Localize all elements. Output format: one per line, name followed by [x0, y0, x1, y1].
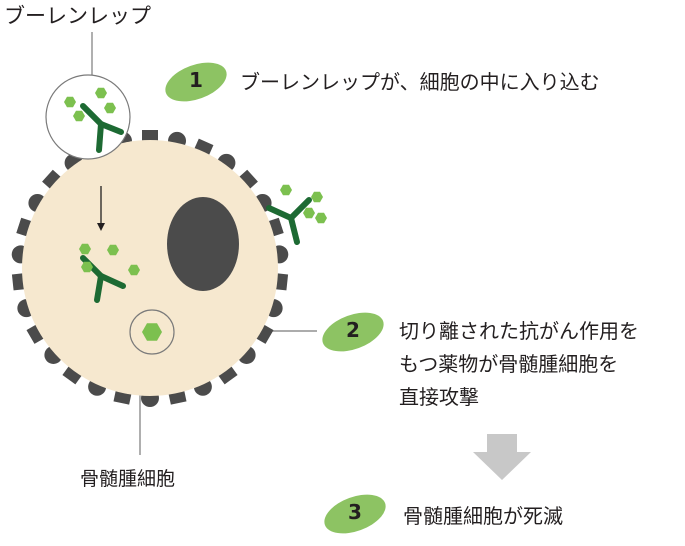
- step-number-2: 2: [346, 318, 360, 342]
- drug-name-label: ブーレンレップ: [4, 4, 151, 28]
- step-2-line: 切り離された抗がん作用を: [399, 319, 639, 343]
- hexagon-icon: [95, 87, 107, 99]
- step-2-line: 直接攻撃: [399, 385, 479, 409]
- hexagon-icon: [280, 184, 292, 196]
- antibody-drug-internalized: [79, 243, 140, 303]
- cell-name-label: 骨髄腫細胞: [80, 468, 176, 490]
- zoom-circle-payload: [129, 309, 175, 355]
- antibody-y-icon: [266, 197, 312, 245]
- antibody-drug-external: [266, 184, 327, 245]
- hexagon-icon: [315, 212, 327, 224]
- hexagon-icon: [142, 323, 162, 341]
- hexagon-icon: [107, 244, 119, 256]
- step-badge-1: [165, 62, 227, 102]
- down-arrow-icon: [473, 434, 531, 480]
- myeloma-cell: [22, 140, 278, 396]
- step-2-line: もつ薬物が骨髄腫細胞を: [399, 352, 619, 376]
- internalization-arrowhead: [97, 223, 105, 231]
- hexagon-icon: [104, 102, 116, 114]
- cell-nucleus: [167, 197, 239, 291]
- step-2-text: 切り離された抗がん作用を もつ薬物が骨髄腫細胞を 直接攻撃: [399, 315, 639, 414]
- zoom-circle-entry: [45, 74, 131, 160]
- step-1-text: ブーレンレップが、細胞の中に入り込む: [240, 66, 600, 99]
- hexagon-icon: [128, 264, 140, 276]
- step-badge-2: [322, 312, 384, 352]
- hexagon-icon: [311, 191, 323, 203]
- step-1-line: ブーレンレップが、細胞の中に入り込む: [240, 70, 600, 94]
- step-number-3: 3: [348, 500, 362, 524]
- step-3-text: 骨髄腫細胞が死滅: [403, 500, 563, 533]
- hexagon-icon: [64, 96, 76, 108]
- step-badge-3: [324, 494, 386, 534]
- step-3-line: 骨髄腫細胞が死滅: [403, 504, 563, 528]
- hexagon-icon: [79, 243, 91, 255]
- hexagon-icon: [303, 207, 315, 219]
- hexagon-icon: [81, 261, 93, 273]
- antibody-drug-entering: [64, 87, 124, 153]
- hexagon-icon: [73, 110, 85, 122]
- antibody-y-icon: [80, 103, 124, 153]
- step-number-1: 1: [189, 68, 203, 92]
